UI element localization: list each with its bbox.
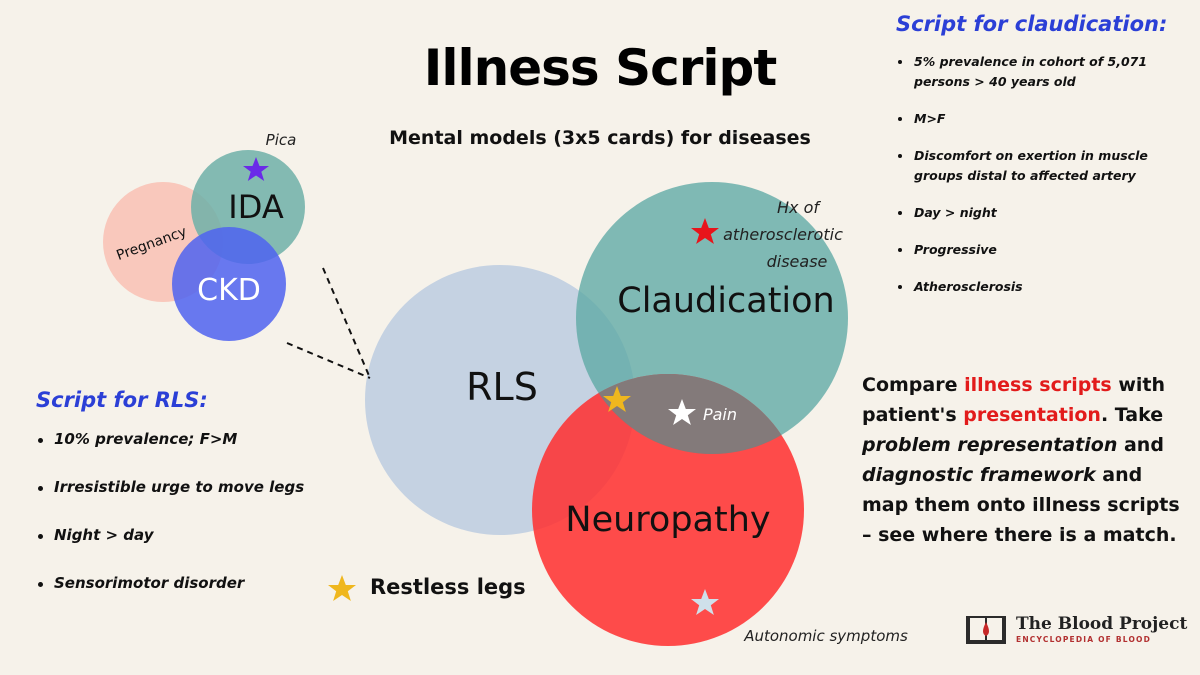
rls-script-panel: Script for RLS: 10% prevalence; F>M Irre…: [36, 388, 336, 622]
star-icon-pica: [243, 157, 269, 181]
compare-italic-problem-representation: problem representation: [862, 434, 1118, 456]
claudication-script-list: 5% prevalence in cohort of 5,071 persons…: [896, 52, 1186, 297]
logo-subtitle: ENCYCLOPEDIA OF BLOOD: [1016, 635, 1152, 644]
page-subtitle: Mental models (3x5 cards) for diseases: [389, 127, 811, 149]
list-item: M>F: [896, 109, 1186, 129]
ida-label: IDA: [228, 188, 284, 226]
compare-highlight-presentation: presentation: [963, 404, 1101, 426]
claudication-label: Claudication: [617, 281, 834, 321]
compare-highlight-illness-scripts: illness scripts: [964, 374, 1112, 396]
restless-legs-label: Restless legs: [370, 575, 526, 599]
compare-paragraph: Compare illness scripts with patient's p…: [862, 370, 1182, 550]
autonomic-annotation: Autonomic symptoms: [743, 627, 908, 645]
list-item: 10% prevalence; F>M: [36, 430, 336, 478]
list-item: Sensorimotor disorder: [36, 574, 336, 622]
compare-text: and map them onto illness scripts – see …: [862, 464, 1180, 546]
list-item: Night > day: [36, 526, 336, 574]
rls-label: RLS: [466, 365, 538, 409]
rls-script-title: Script for RLS:: [36, 388, 208, 412]
compare-text: with patient's: [862, 374, 1166, 426]
compare-italic-diagnostic-framework: diagnostic framework: [862, 464, 1096, 486]
ckd-circle: [172, 227, 286, 341]
book-icon: [966, 616, 1006, 644]
hx-annotation-line2: atherosclerotic: [723, 225, 843, 244]
compare-text: and: [1117, 434, 1164, 456]
ckd-label: CKD: [197, 273, 261, 308]
star-icon-autonomic: [691, 589, 719, 615]
pica-annotation: Pica: [266, 131, 297, 149]
claudication-script-title: Script for claudication:: [896, 12, 1168, 36]
dashed-pointer-line-2: [286, 342, 371, 379]
star-icon-rls-overlap: [603, 386, 631, 412]
compare-text: Compare: [862, 374, 965, 396]
list-item: Day > night: [896, 203, 1186, 223]
rls-script-list: 10% prevalence; F>M Irresistible urge to…: [36, 430, 336, 622]
page-title: Illness Script: [423, 39, 777, 97]
list-item: Atherosclerosis: [896, 277, 1186, 297]
dashed-pointer-line-1: [322, 267, 371, 379]
star-icon-pain: [668, 399, 696, 425]
hx-annotation-line3: disease: [767, 252, 828, 271]
claudication-script-panel: Script for claudication: 5% prevalence i…: [896, 12, 1186, 314]
star-icon-restless-legs: [328, 575, 356, 601]
neuropathy-label: Neuropathy: [565, 500, 770, 540]
logo-title: The Blood Project: [1016, 614, 1188, 634]
list-item: 5% prevalence in cohort of 5,071 persons…: [896, 52, 1186, 92]
list-item: Irresistible urge to move legs: [36, 478, 336, 526]
compare-text: . Take: [1100, 404, 1164, 426]
list-item: Discomfort on exertion in muscle groups …: [896, 146, 1186, 186]
list-item: Progressive: [896, 240, 1186, 260]
star-icon-hx: [691, 218, 719, 244]
pain-annotation: Pain: [703, 405, 737, 424]
hx-annotation-line1: Hx of: [777, 198, 821, 217]
